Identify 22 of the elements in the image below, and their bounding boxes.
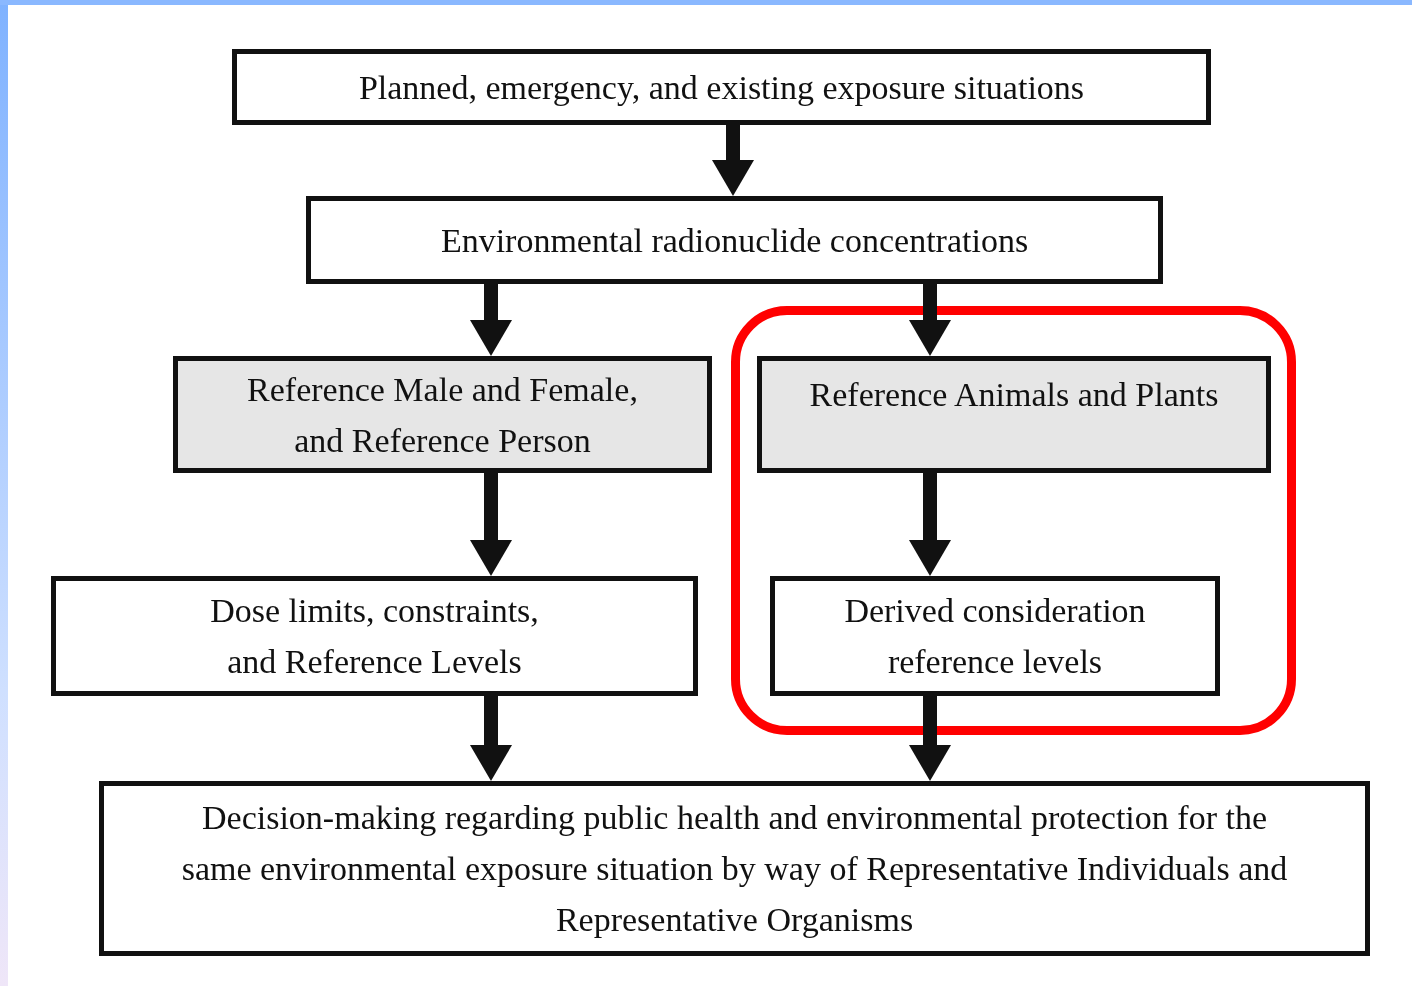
process-box bbox=[770, 576, 1220, 696]
highlight-frame bbox=[731, 306, 1296, 735]
process-box bbox=[99, 781, 1370, 956]
arrow bbox=[909, 696, 951, 781]
process-box bbox=[306, 196, 1163, 284]
box-text: Dose limits, constraints, and Reference Levels bbox=[209, 591, 540, 682]
arrow bbox=[470, 473, 512, 576]
box-text: Reference Animals and Plants bbox=[809, 375, 1219, 415]
shaded-box bbox=[173, 356, 712, 473]
arrow bbox=[470, 696, 512, 781]
arrow bbox=[909, 473, 951, 576]
arrow bbox=[909, 284, 951, 356]
box-text: Derived consideration reference levels bbox=[843, 591, 1147, 682]
process-box bbox=[51, 576, 698, 696]
box-text: Environmental radionuclide concentrations bbox=[440, 220, 1029, 261]
arrow bbox=[470, 284, 512, 356]
arrow bbox=[712, 125, 754, 196]
shaded-box bbox=[757, 356, 1271, 473]
box-text: Planned, emergency, and existing exposure situations bbox=[358, 67, 1085, 108]
box-text: Decision-making regarding public health and environmental protection for the same environmental exposure situation by way of Representative Individuals and Representative Organisms bbox=[180, 798, 1289, 940]
process-box bbox=[232, 49, 1211, 125]
box-text: Reference Male and Female, and Reference Person bbox=[246, 369, 639, 461]
